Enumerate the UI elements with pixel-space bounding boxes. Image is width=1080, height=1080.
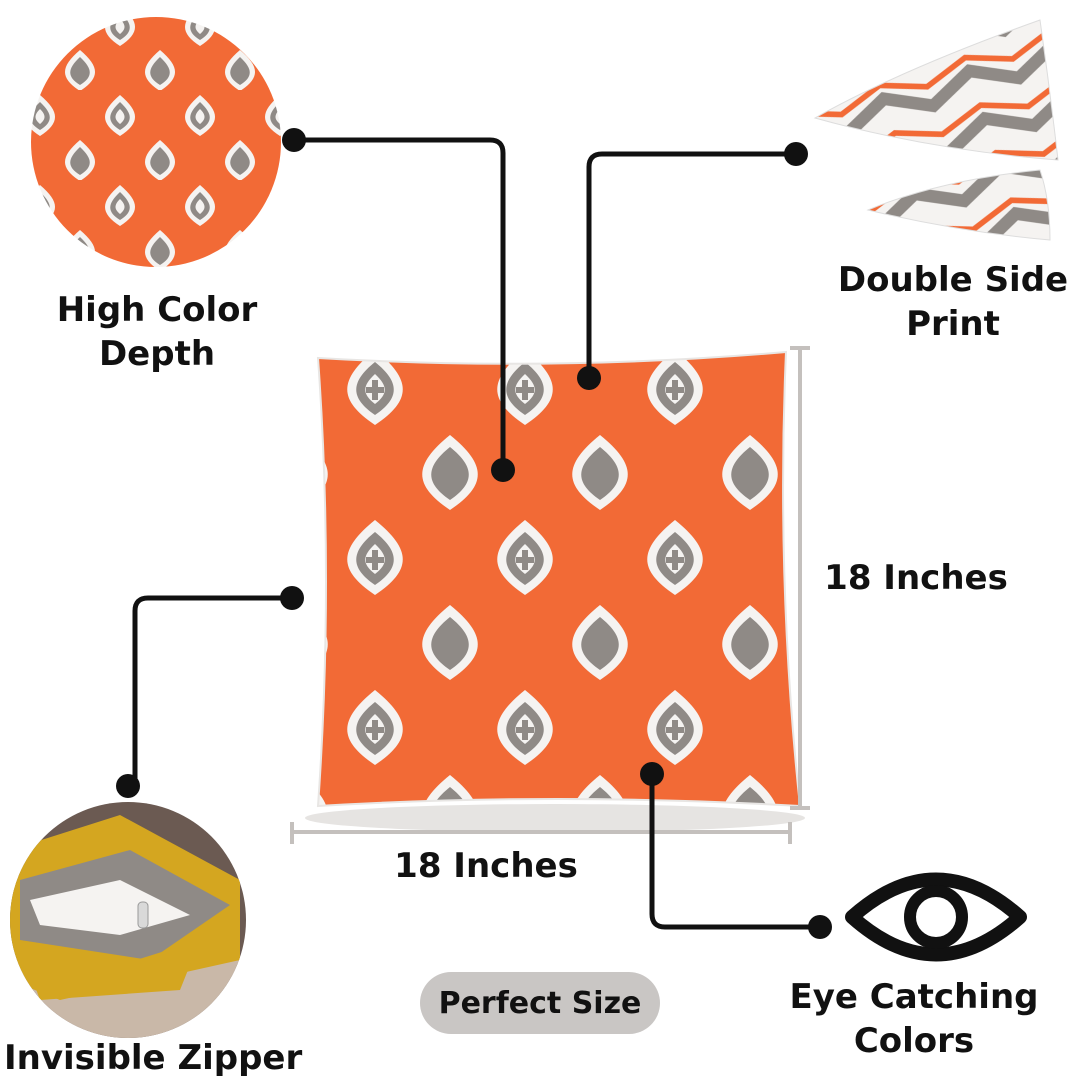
eye-catching-line2: Colors bbox=[853, 1021, 975, 1062]
eye-icon bbox=[845, 872, 1027, 962]
double-side-line1: Double Side bbox=[837, 260, 1069, 300]
zipper-closeup bbox=[10, 802, 246, 1038]
callout-dots bbox=[116, 128, 832, 939]
callout-lines bbox=[132, 137, 820, 930]
zipper-label: Invisible Zipper bbox=[4, 1038, 303, 1078]
eye-catching-label: Eye Catching Colors bbox=[782, 975, 1046, 1063]
color-depth-line1: High Color bbox=[56, 290, 258, 330]
dimension-lines bbox=[290, 346, 810, 844]
pillow-image bbox=[316, 350, 802, 808]
perfect-size-text: Perfect Size bbox=[438, 985, 642, 1021]
double-side-line2: Print bbox=[906, 304, 1000, 345]
eye-catching-line1: Eye Catching bbox=[789, 977, 1039, 1017]
width-dimension-label: 18 Inches bbox=[394, 846, 578, 886]
double-side-label: Double Side Print bbox=[822, 258, 1080, 346]
perfect-size-badge: Perfect Size bbox=[420, 972, 660, 1034]
color-depth-line2: Depth bbox=[98, 334, 216, 375]
height-dimension-label: 18 Inches bbox=[824, 558, 1008, 598]
double-side-closeup bbox=[813, 19, 1059, 241]
pillow-shadow bbox=[305, 804, 805, 832]
color-depth-label: High Color Depth bbox=[32, 288, 282, 376]
color-depth-closeup bbox=[31, 17, 281, 267]
